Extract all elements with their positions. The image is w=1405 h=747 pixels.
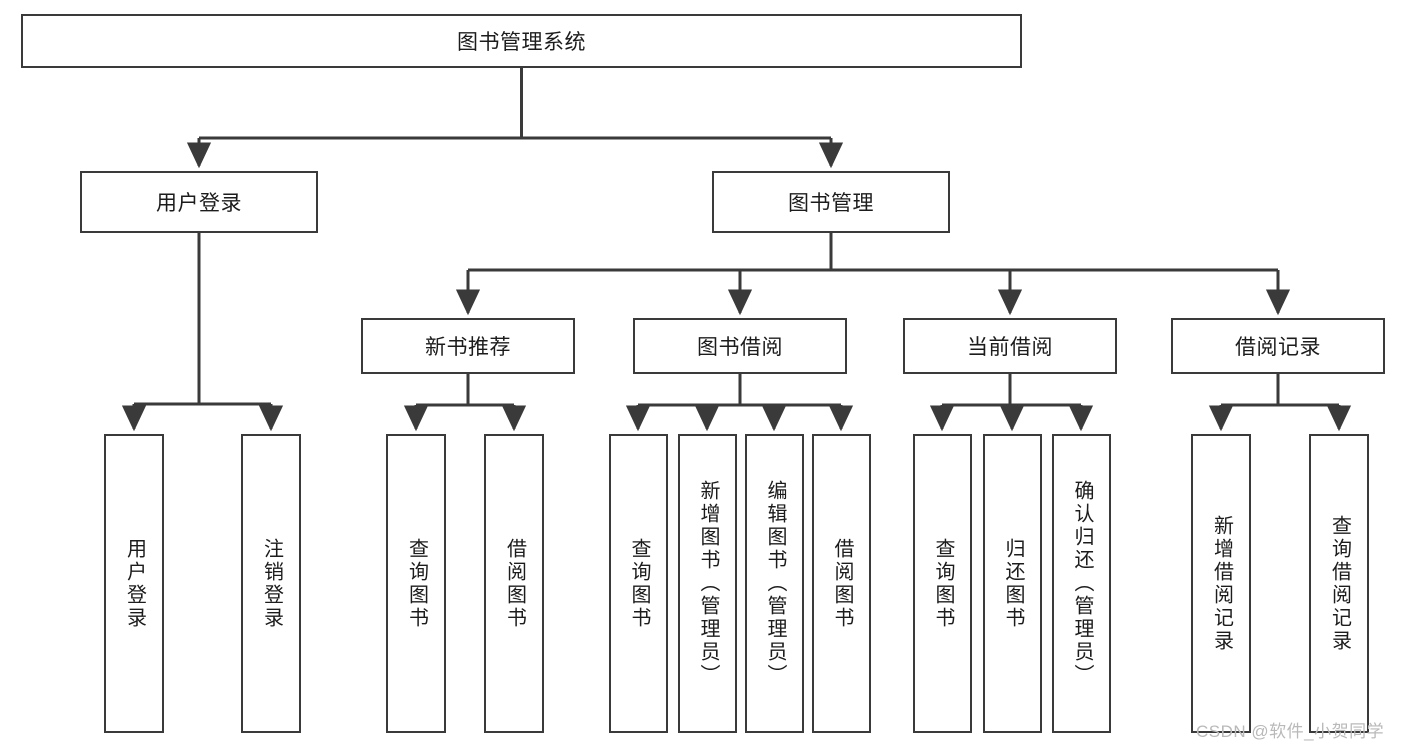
leaf-query-book-borrow-label: 查询图书 xyxy=(628,537,650,630)
leaf-query-book-recommend[interactable]: 查询图书 xyxy=(386,434,446,733)
node-root[interactable]: 图书管理系统 xyxy=(21,14,1022,68)
node-user-login[interactable]: 用户登录 xyxy=(80,171,318,233)
node-book-borrow-label: 图书借阅 xyxy=(697,336,783,359)
csdn-watermark: CSDN @软件_小贺同学 xyxy=(1196,722,1385,741)
node-current-borrow-label: 当前借阅 xyxy=(967,336,1053,359)
node-borrow-record[interactable]: 借阅记录 xyxy=(1171,318,1385,374)
leaf-return-book-label: 归还图书 xyxy=(1002,537,1024,630)
leaf-add-borrow-record-label: 新增借阅记录 xyxy=(1210,514,1233,653)
leaf-query-book-borrow[interactable]: 查询图书 xyxy=(609,434,668,733)
node-current-borrow[interactable]: 当前借阅 xyxy=(903,318,1117,374)
leaf-add-book-admin[interactable]: 新增图书（管理员） xyxy=(678,434,737,733)
leaf-query-book-current-label: 查询图书 xyxy=(932,537,954,630)
node-user-login-label: 用户登录 xyxy=(156,192,242,215)
leaf-user-logout[interactable]: 注销登录 xyxy=(241,434,301,733)
node-book-borrow[interactable]: 图书借阅 xyxy=(633,318,847,374)
leaf-borrow-book-recommend[interactable]: 借阅图书 xyxy=(484,434,544,733)
node-root-label: 图书管理系统 xyxy=(457,31,586,54)
leaf-user-login-label: 用户登录 xyxy=(123,537,146,630)
node-new-book-recommend[interactable]: 新书推荐 xyxy=(361,318,575,374)
leaf-query-book-recommend-label: 查询图书 xyxy=(405,537,428,630)
node-book-manage[interactable]: 图书管理 xyxy=(712,171,950,233)
leaf-return-book[interactable]: 归还图书 xyxy=(983,434,1042,733)
leaf-edit-book-admin[interactable]: 编辑图书（管理员） xyxy=(745,434,804,733)
node-new-book-recommend-label: 新书推荐 xyxy=(425,336,511,359)
node-book-manage-label: 图书管理 xyxy=(788,192,874,215)
leaf-borrow-book-label: 借阅图书 xyxy=(831,537,853,630)
leaf-query-book-current[interactable]: 查询图书 xyxy=(913,434,972,733)
leaf-edit-book-admin-label: 编辑图书（管理员） xyxy=(764,480,786,687)
leaf-borrow-book-recommend-label: 借阅图书 xyxy=(503,537,526,630)
leaf-user-logout-label: 注销登录 xyxy=(260,537,283,630)
leaf-query-borrow-record-label: 查询借阅记录 xyxy=(1328,514,1351,653)
node-borrow-record-label: 借阅记录 xyxy=(1235,336,1321,359)
leaf-borrow-book[interactable]: 借阅图书 xyxy=(812,434,871,733)
leaf-add-book-admin-label: 新增图书（管理员） xyxy=(697,480,719,687)
leaf-confirm-return-admin[interactable]: 确认归还（管理员） xyxy=(1052,434,1111,733)
leaf-confirm-return-admin-label: 确认归还（管理员） xyxy=(1071,480,1093,687)
leaf-user-login[interactable]: 用户登录 xyxy=(104,434,164,733)
leaf-query-borrow-record[interactable]: 查询借阅记录 xyxy=(1309,434,1369,733)
leaf-add-borrow-record[interactable]: 新增借阅记录 xyxy=(1191,434,1251,733)
